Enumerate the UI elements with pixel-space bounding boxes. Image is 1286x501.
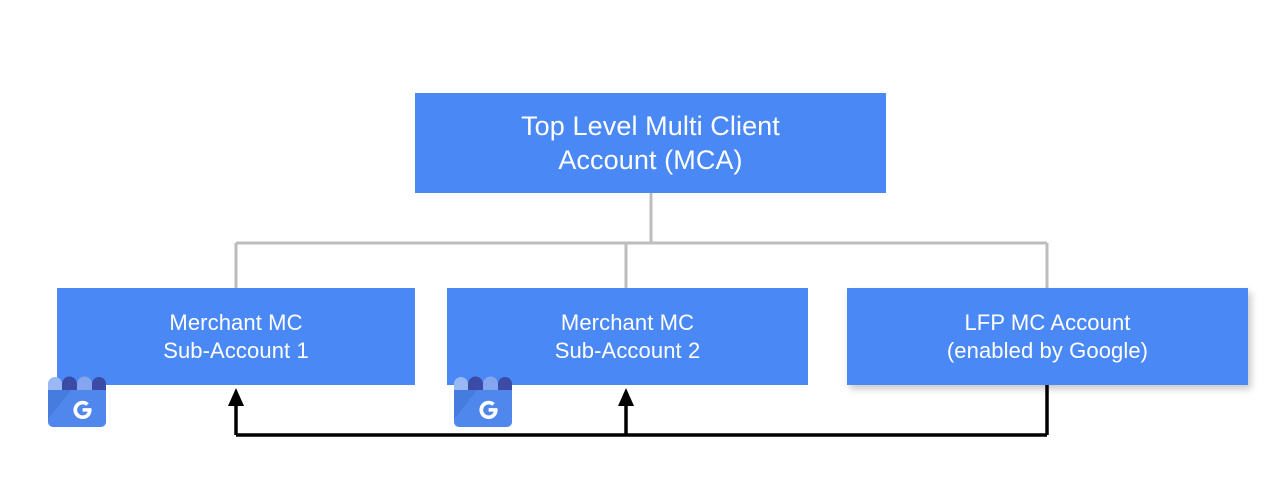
tree-connectors bbox=[234, 193, 1049, 288]
node-top-level-mca[interactable]: Top Level Multi Client Account (MCA) bbox=[415, 93, 886, 193]
node-merchant-mc-sub-account-2-label: Merchant MC Sub-Account 2 bbox=[554, 309, 701, 363]
node-merchant-mc-sub-account-2[interactable]: Merchant MC Sub-Account 2 bbox=[447, 288, 808, 385]
node-lfp-mc-account[interactable]: LFP MC Account (enabled by Google) bbox=[847, 288, 1248, 385]
node-top-level-mca-label: Top Level Multi Client Account (MCA) bbox=[521, 110, 780, 175]
flow-arrows bbox=[234, 385, 1049, 437]
node-merchant-mc-sub-account-1-label: Merchant MC Sub-Account 1 bbox=[163, 309, 309, 363]
google-g-glyph bbox=[479, 400, 498, 420]
google-g-glyph bbox=[73, 400, 92, 420]
node-lfp-mc-account-label: LFP MC Account (enabled by Google) bbox=[946, 309, 1149, 363]
node-merchant-mc-sub-account-1[interactable]: Merchant MC Sub-Account 1 bbox=[57, 288, 415, 385]
arrowhead-sub1 bbox=[228, 388, 244, 406]
google-my-business-icon bbox=[48, 376, 106, 427]
arrowhead-sub2 bbox=[618, 388, 634, 406]
flow-arrowheads bbox=[228, 388, 634, 406]
google-my-business-icon bbox=[454, 376, 512, 427]
